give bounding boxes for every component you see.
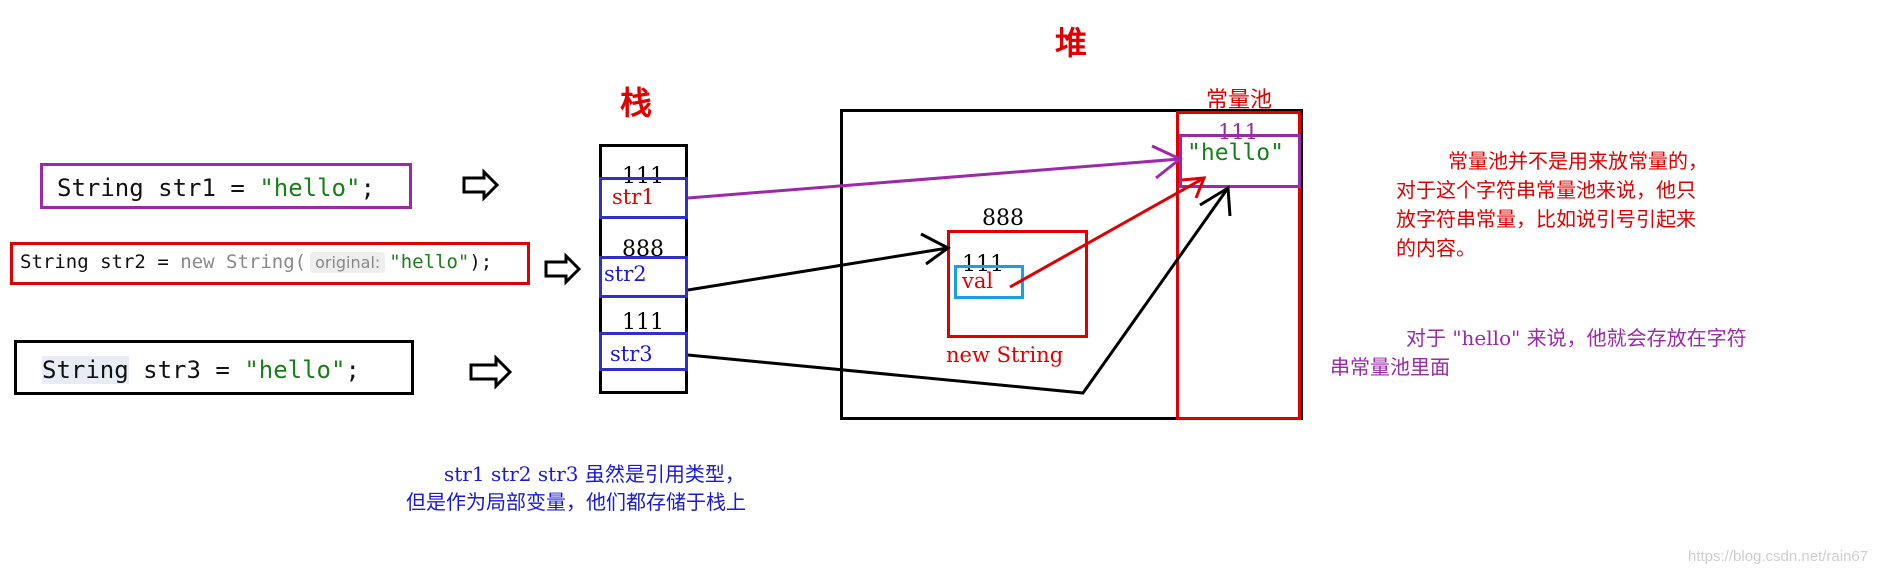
arrow-str1-to-pool <box>687 144 1183 200</box>
code-literal: "hello" <box>244 356 346 384</box>
hello-note-line-2: 串常量池里面 <box>1330 355 1450 379</box>
arrow-val-to-pool <box>1009 176 1207 289</box>
code-line-3-box <box>14 340 414 395</box>
stack-note-line-2: 但是作为局部变量，他们都存储于栈上 <box>406 490 746 514</box>
stack-note-line-1: str1 str2 str3 虽然是引用类型， <box>444 462 745 486</box>
new-string-addr: 888 <box>982 206 1024 231</box>
stack-cell-str2 <box>599 256 688 298</box>
pool-note: 常量池并不是用来放常量的， 对于这个字符串常量池来说，他只 放字符串常量，比如说… <box>1396 147 1708 263</box>
code-line-2-box <box>10 242 530 285</box>
code-line-2: String str2 = new String(original:"hello… <box>20 251 492 273</box>
stack-addr-3: 111 <box>622 310 664 335</box>
new-string-object <box>947 230 1088 338</box>
code-var: str1 <box>158 174 216 202</box>
stack-cell-str3 <box>599 332 688 371</box>
code-eq: = <box>157 251 169 273</box>
pool-note-line-2: 对于这个字符串常量池来说，他只 <box>1396 178 1696 202</box>
code-eq: = <box>215 356 230 384</box>
stack-cell-str1 <box>599 177 688 219</box>
hollow-arrow-3 <box>469 354 513 390</box>
val-field-addr: 111 <box>962 252 1004 277</box>
code-new-keyword: new <box>180 251 215 273</box>
stack-note: str1 str2 str3 虽然是引用类型， 但是作为局部变量，他们都存储于栈… <box>406 460 746 516</box>
heap-title: 堆 <box>1055 24 1088 62</box>
code-end: ; <box>360 174 375 202</box>
code-var: str3 <box>143 356 201 384</box>
pool-note-line-3: 放字符串常量，比如说引号引起来 <box>1396 207 1696 231</box>
hello-note-line-1: 对于 "hello" 来说，他就会存放在字符 <box>1406 326 1747 350</box>
pool-literal: "hello" <box>1187 140 1284 166</box>
code-line-3: String str3 = "hello"; <box>42 356 360 384</box>
stack-title: 栈 <box>620 84 653 122</box>
code-line-1: String str1 = "hello"; <box>57 174 375 202</box>
code-literal: "hello" <box>259 174 361 202</box>
code-type: String <box>20 251 89 273</box>
val-field-box <box>954 265 1024 299</box>
code-literal: "hello" <box>389 251 470 273</box>
code-end: ; <box>345 356 360 384</box>
code-line-1-box <box>40 163 412 209</box>
hollow-arrow-1 <box>462 168 500 202</box>
hello-note: 对于 "hello" 来说，他就会存放在字符 串常量池里面 <box>1330 324 1747 382</box>
pool-note-line-1: 常量池并不是用来放常量的， <box>1448 149 1708 173</box>
code-var: str2 <box>100 251 146 273</box>
constant-pool <box>1176 111 1301 420</box>
stack-addr-1: 111 <box>622 164 664 189</box>
code-type: String <box>42 356 129 384</box>
code-eq: = <box>230 174 245 202</box>
code-end: ); <box>469 251 493 273</box>
stack-label-str3: str3 <box>610 342 653 366</box>
code-type: String <box>57 174 144 202</box>
new-string-caption: new String <box>946 343 1064 367</box>
pool-note-line-4: 的内容。 <box>1396 236 1476 260</box>
pool-literal-addr: 111 <box>1218 120 1259 144</box>
val-field-label: val <box>962 269 994 293</box>
constant-pool-title: 常量池 <box>1206 88 1273 113</box>
code-ctor: String( <box>226 251 307 273</box>
parameter-hint: original: <box>310 252 386 273</box>
arrow-str3-to-pool <box>687 185 1232 395</box>
hollow-arrow-2 <box>544 252 582 286</box>
stack-label-str2: str2 <box>604 262 647 286</box>
arrow-str2-to-new-string <box>687 232 951 292</box>
pool-hello-cell <box>1179 134 1301 188</box>
stack-label-str1: str1 <box>612 185 655 209</box>
watermark: https://blog.csdn.net/rain67 <box>1688 548 1869 565</box>
